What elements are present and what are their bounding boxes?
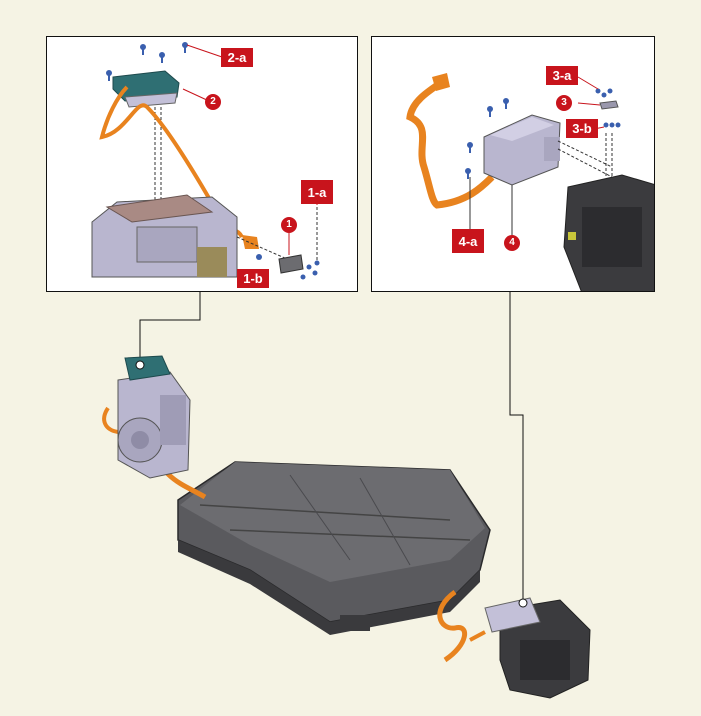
rear-leader-line	[509, 292, 524, 600]
front-detail-drawing	[91, 42, 320, 280]
callout-tag-3a: 3-a	[546, 66, 578, 85]
front-motor-unit	[117, 355, 191, 479]
callout-circle-1: 1	[281, 217, 297, 233]
battery-pack	[177, 461, 491, 635]
callout-circle-4: 4	[504, 235, 520, 251]
front-detail-panel: 2-a 2 1-a 1 1-b	[46, 36, 358, 292]
callout-circle-2: 2	[205, 94, 221, 110]
callout-tag-1b: 1-b	[237, 269, 269, 288]
callout-tag-4a: 4-a	[452, 229, 484, 253]
callout-tag-3b: 3-b	[566, 119, 598, 138]
callout-tag-1a: 1-a	[301, 180, 333, 204]
callout-circle-3: 3	[556, 95, 572, 111]
rear-detail-drawing	[406, 73, 654, 291]
callout-tag-2a: 2-a	[221, 48, 253, 67]
rear-hv-cable	[437, 589, 468, 663]
front-leader-line	[139, 292, 201, 362]
rear-motor-unit	[484, 597, 591, 699]
rear-detail-panel: 3-a 3 3-b 4-a 4	[371, 36, 655, 292]
